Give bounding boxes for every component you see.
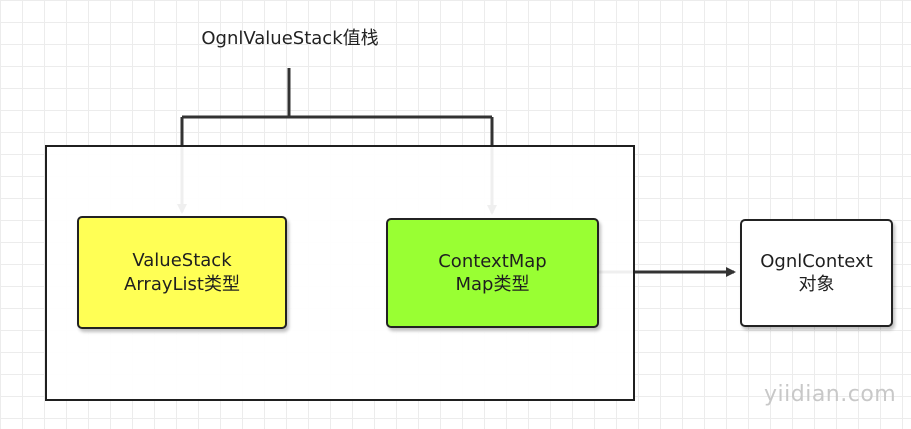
ognlcontext-label: OgnlContext (760, 250, 873, 272)
ognl-value-stack-label: OgnlValueStack值栈 (201, 28, 379, 49)
contextmap-node: ContextMap Map类型 (386, 218, 599, 328)
ognlcontext-node: OgnlContext 对象 (740, 219, 893, 327)
contextmap-type: Map类型 (455, 274, 530, 295)
ognlcontext-type: 对象 (798, 274, 835, 295)
valuestack-label: ValueStack (132, 250, 232, 272)
valuestack-node: ValueStack ArrayList类型 (77, 216, 287, 329)
contextmap-label: ContextMap (438, 250, 547, 272)
site-watermark: yiidian.com (764, 382, 897, 407)
valuestack-type: ArrayList类型 (124, 273, 240, 295)
